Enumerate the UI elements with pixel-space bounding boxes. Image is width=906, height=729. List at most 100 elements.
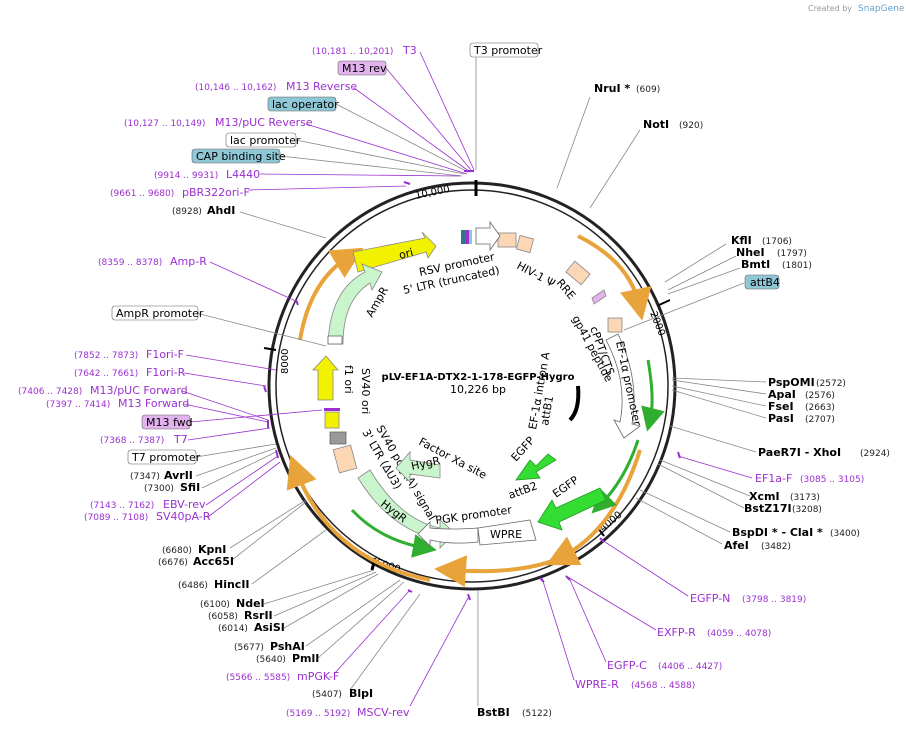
primer-name[interactable]: Amp-R (170, 255, 207, 268)
site-name[interactable]: BmtI (741, 258, 770, 271)
primer-pos: (5566 .. 5585) (226, 673, 290, 683)
boxed-label-m13-fwd[interactable] (141, 414, 191, 430)
boxed-label-t7-promoter-text: T7 promoter (131, 451, 201, 464)
primer-name[interactable]: EGFP-C (607, 659, 647, 672)
tick-mark (263, 347, 277, 351)
site-pos: (2707) (805, 415, 835, 425)
primer-pos: (5169 .. 5192) (286, 709, 350, 719)
feature-pgk-promoter (417, 521, 479, 547)
site-name[interactable]: PshAI (270, 640, 305, 653)
primer-name[interactable]: T3 (402, 44, 417, 57)
primer-name[interactable]: SV40pA-R (156, 510, 211, 523)
primer-name[interactable]: M13 Forward (118, 397, 189, 410)
primer-pos: (10,181 .. 10,201) (312, 47, 393, 57)
map-name: pLV-EF1A-DTX2-1-178-EGFP-Hygro (382, 372, 575, 383)
primer-name[interactable]: M13 Reverse (286, 80, 357, 93)
site-name[interactable]: NruI * (594, 82, 630, 95)
site-name[interactable]: BlpI (349, 687, 373, 700)
site-name[interactable]: HincII (214, 578, 250, 591)
site-name[interactable]: NheI (736, 246, 765, 259)
primer-pos: (9914 .. 9931) (154, 171, 218, 181)
site-name[interactable]: BspDI * - ClaI * (732, 526, 823, 539)
feature-ampr-promoter-box (327, 335, 343, 345)
primer-name[interactable]: T7 (173, 433, 188, 446)
feature-label-ampr: AmpR (363, 284, 391, 319)
primer-name[interactable]: M13/pUC Reverse (215, 116, 313, 129)
boxed-label-lac-promoter[interactable] (225, 132, 297, 148)
site-pos: (6486) (178, 581, 208, 591)
feature-cppt-box (607, 317, 623, 333)
feature-egfp-outer (537, 487, 607, 531)
site-name[interactable]: BstZ17I (744, 502, 792, 515)
site-pos: (6100) (200, 600, 230, 610)
primer-name[interactable]: MSCV-rev (357, 706, 410, 719)
site-name[interactable]: XcmI (749, 490, 780, 503)
site-name[interactable]: SfiI (180, 481, 200, 494)
feature-m13rev-marker (466, 230, 469, 244)
primer-pos: (7397 .. 7414) (46, 400, 110, 410)
site-name[interactable]: AhdI (207, 204, 235, 217)
primer-pos: (3798 .. 3819) (742, 595, 806, 605)
site-name[interactable]: FseI (768, 400, 794, 413)
site-name[interactable]: PmlI (292, 652, 319, 665)
site-pos: (2663) (805, 403, 835, 413)
boxed-label-t3-promoter[interactable] (469, 42, 539, 58)
site-pos: (3400) (830, 529, 860, 539)
site-name[interactable]: AsiSI (254, 621, 285, 634)
site-name[interactable]: NotI (643, 118, 669, 131)
primer-pos: (4568 .. 4588) (631, 681, 695, 691)
site-name[interactable]: AvrII (164, 469, 193, 482)
primer-name[interactable]: F1ori-R (146, 366, 186, 379)
site-pos: (3173) (790, 493, 820, 503)
boxed-label-attb4[interactable] (744, 274, 780, 290)
site-name[interactable]: Acc65I (193, 555, 234, 568)
feature-sv40-ori (324, 411, 340, 429)
site-name[interactable]: PspOMI (768, 376, 815, 389)
site-name[interactable]: KpnI (198, 543, 226, 556)
primer-name[interactable]: EXFP-R (657, 626, 696, 639)
site-pos: (1706) (762, 237, 792, 247)
credit-prefix: Created by (808, 4, 852, 13)
primer-name[interactable]: L4440 (226, 168, 260, 181)
feature-f1-ori (312, 355, 339, 401)
feature-ef1a-promoter (605, 333, 641, 439)
boxed-label-cap-binding-site-text: CAP binding site (196, 150, 286, 163)
primer-name[interactable]: EGFP-N (690, 592, 730, 605)
primer-name[interactable]: M13/pUC Forward (90, 384, 188, 397)
orange-arc-feature (577, 234, 652, 321)
primer-name[interactable]: WPRE-R (575, 678, 619, 691)
primer-pos: (4406 .. 4427) (658, 662, 722, 672)
site-name[interactable]: AfeI (724, 539, 749, 552)
primer-pos: (7852 .. 7873) (74, 351, 138, 361)
primer-name[interactable]: pBR322ori-F (182, 186, 250, 199)
site-name[interactable]: RsrII (244, 609, 273, 622)
primer-pos: (10,146 .. 10,162) (195, 83, 276, 93)
orange-arc-feature (286, 455, 431, 582)
site-name[interactable]: KflI (731, 234, 752, 247)
boxed-label-t7-promoter[interactable] (127, 449, 197, 465)
primer-ring-markers (263, 170, 681, 601)
orange-arc-feature (434, 555, 561, 588)
site-pos: (2924) (860, 449, 890, 459)
feature-m13fwd-marker (324, 408, 340, 411)
boxed-label-cap-binding-site[interactable] (191, 148, 281, 164)
site-pos: (2576) (805, 391, 835, 401)
site-name[interactable]: BstBI (477, 706, 510, 719)
feature-label-ef1a: EF-1α promoter (613, 340, 644, 427)
boxed-label-ampr-promoter[interactable] (111, 305, 199, 321)
orange-arc-feature (545, 449, 642, 566)
site-pos: (6676) (158, 558, 188, 568)
site-name[interactable]: PasI (768, 412, 794, 425)
boxed-label-m13-rev[interactable] (337, 60, 387, 76)
boxed-label-lac-operator[interactable] (267, 96, 337, 112)
site-name[interactable]: NdeI (236, 597, 265, 610)
primer-name[interactable]: EF1a-F (755, 472, 792, 485)
primer-name[interactable]: EBV-rev (163, 498, 206, 511)
site-pos: (1801) (782, 261, 812, 271)
site-name[interactable]: PaeR7I - XhoI (758, 446, 841, 459)
feature-label-ori: ori (398, 246, 415, 262)
primer-name[interactable]: F1ori-F (146, 348, 184, 361)
site-name[interactable]: ApaI (768, 388, 796, 401)
primer-name[interactable]: mPGK-F (297, 670, 339, 683)
